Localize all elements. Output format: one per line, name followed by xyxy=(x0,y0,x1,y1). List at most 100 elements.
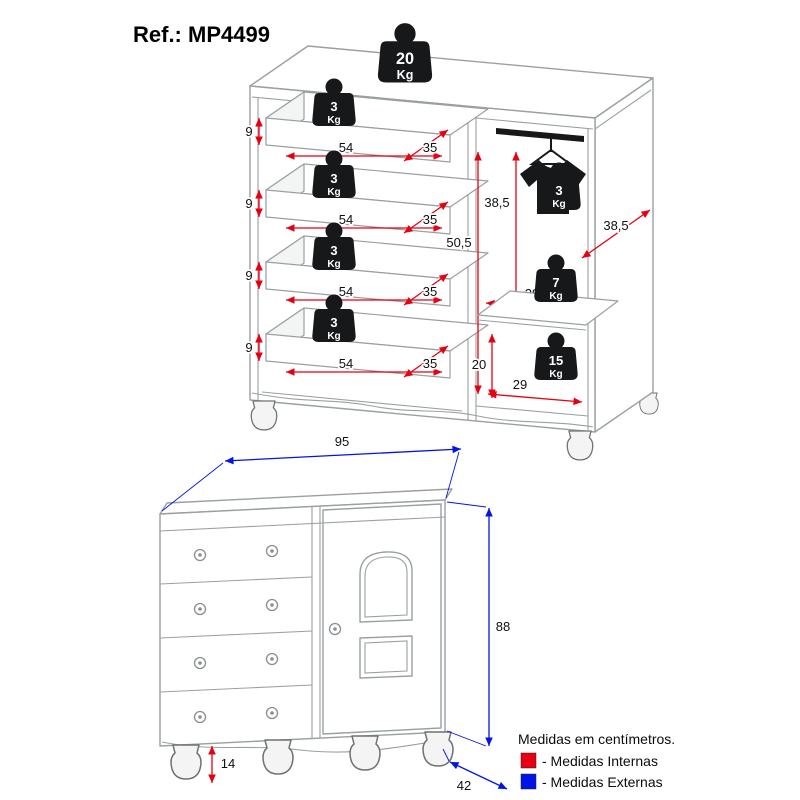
front-foot-1 xyxy=(170,744,202,780)
side-depth-dim: 38,5 xyxy=(581,209,651,259)
dim-label-drawer-depth-3: 35 xyxy=(423,284,437,299)
leg-height-dim: 14 xyxy=(208,746,237,783)
weight-icon-drawer-3: 3 Kg xyxy=(312,222,356,270)
external-height-dim: 88 xyxy=(446,501,512,747)
dim-label-hang-height: 38,5 xyxy=(484,195,509,210)
ext-line-width-left xyxy=(161,462,224,512)
ext-line-height-top xyxy=(446,501,487,508)
weight-icon-drawer-4: 3 Kg xyxy=(312,294,356,342)
drawer-knob-dot xyxy=(270,549,274,553)
internal-diagram: 20 Kg 9 54 35 3 Kg 9 xyxy=(244,23,659,461)
weight-icon-drawer-1: 3 Kg xyxy=(312,78,356,126)
cabinet-3d-top-board-side-edge xyxy=(594,89,652,130)
weight-unit: Kg xyxy=(327,331,340,342)
door-window-upper-inner xyxy=(364,556,408,618)
weight-value: 3 xyxy=(330,243,337,258)
weight-value: 7 xyxy=(552,275,559,290)
drawer-separator-1 xyxy=(159,576,313,585)
door-panel xyxy=(322,503,442,735)
dim-label-drawer-width-2: 54 xyxy=(339,212,353,227)
legend-external-label: - Medidas Externas xyxy=(542,774,663,790)
weight-value: 3 xyxy=(330,315,337,330)
weight-value: 3 xyxy=(555,183,562,198)
drawer-separator-3 xyxy=(159,684,313,693)
legend-internal-swatch xyxy=(520,752,537,769)
drawer-knob-dot xyxy=(198,607,202,611)
weight-unit: Kg xyxy=(327,259,340,270)
weight-unit: Kg xyxy=(397,68,414,82)
dim-line-ext-width xyxy=(224,445,462,465)
dim-label-ext-width: 95 xyxy=(335,434,349,449)
dim-label-side-depth: 38,5 xyxy=(603,218,628,233)
weight-value: 20 xyxy=(396,50,414,68)
drawer-tray-1: 9 54 35 3 Kg xyxy=(244,78,489,163)
external-diagram: 95 88 42 14 xyxy=(159,432,512,795)
dim-line-side-depth xyxy=(581,209,651,259)
dim-label-drawer-depth-1: 35 xyxy=(423,140,437,155)
drawer-tray-3: 9 54 35 3 Kg xyxy=(244,222,489,307)
weight-unit: Kg xyxy=(549,291,562,302)
door-shelf-thickness xyxy=(477,319,587,331)
legend-unit-note: Medidas em centímetros. xyxy=(518,731,675,747)
wardrobe-section: 3 Kg 38,5 50,5 29 20 29 7 Kg 15 xyxy=(445,128,619,406)
door-window-lower-inner xyxy=(364,640,408,674)
drawer-tray-2: 9 54 35 3 Kg xyxy=(244,150,489,235)
dim-label-drawer-height-1: 9 xyxy=(245,124,252,139)
front-face xyxy=(159,499,446,747)
dim-label-drawer-depth-4: 35 xyxy=(423,356,437,371)
dim-label-drawer-depth-2: 35 xyxy=(423,212,437,227)
external-width-dim: 95 xyxy=(161,432,462,512)
dim-label-door-height: 50,5 xyxy=(446,235,471,250)
cabinet-3d-foot-right xyxy=(566,430,594,461)
external-depth-dim: 42 xyxy=(442,748,508,795)
dim-line-drawer-depth-1 xyxy=(403,129,449,162)
drawer-tray-4: 9 54 35 3 Kg xyxy=(244,294,489,379)
weight-icon-shelf-bottom-15kg: 15 Kg xyxy=(534,332,578,380)
dim-label-ext-depth: 42 xyxy=(457,778,471,793)
dim-label-door-width-bottom: 29 xyxy=(513,377,527,392)
dim-label-drawer-height-3: 9 xyxy=(245,268,252,283)
legend-internal-label: - Medidas Internas xyxy=(542,753,658,769)
dim-label-drawer-height-2: 9 xyxy=(245,196,252,211)
dim-line-drawer-depth-4 xyxy=(403,345,449,378)
door-shelf xyxy=(477,290,619,326)
door-knob-dot xyxy=(333,627,337,631)
dim-label-drawer-height-4: 9 xyxy=(245,340,252,355)
ext-line-width-right xyxy=(445,451,460,499)
weight-icon-top-20kg: 20 Kg xyxy=(377,23,433,83)
hanging-rod xyxy=(496,128,584,142)
cabinet-3d-apron-curve xyxy=(251,392,594,428)
weight-unit: Kg xyxy=(327,187,340,198)
dim-line-door-width-bottom xyxy=(487,390,583,406)
weight-icon-shelf-top-7kg: 7 Kg xyxy=(534,254,578,302)
weight-value: 3 xyxy=(330,99,337,114)
front-foot-3 xyxy=(349,735,381,771)
ext-line-depth xyxy=(442,748,450,762)
ext-line-height-bottom xyxy=(446,730,487,747)
weight-value: 3 xyxy=(330,171,337,186)
weight-icon-drawer-2: 3 Kg xyxy=(312,150,356,198)
dim-label-drawer-width-4: 54 xyxy=(339,356,353,371)
dim-line-ext-depth xyxy=(449,761,508,790)
cabinet-front xyxy=(159,488,454,780)
legend: Medidas em centímetros. - Medidas Intern… xyxy=(518,731,675,790)
front-top-rail xyxy=(159,516,446,532)
legend-external-swatch xyxy=(520,773,537,790)
page-title: Ref.: MP4499 xyxy=(133,22,270,47)
front-apron-curve xyxy=(161,739,444,753)
dim-label-drawer-width-3: 54 xyxy=(339,284,353,299)
drawer-knob-dot xyxy=(198,553,202,557)
drawer-knob-dot xyxy=(270,657,274,661)
cabinet-3d-foot-left xyxy=(250,400,278,431)
dim-label-drawer-width-1: 54 xyxy=(339,140,353,155)
drawer-knob-dot xyxy=(270,711,274,715)
weight-value: 15 xyxy=(549,353,563,368)
cabinet-3d-right-face xyxy=(594,77,654,433)
weight-unit: Kg xyxy=(552,199,565,210)
door-window-lower-outer xyxy=(359,635,413,679)
cabinet-3d-drawer-base xyxy=(261,391,463,412)
dim-label-bottom-compartment-height: 20 xyxy=(472,357,486,372)
weight-unit: Kg xyxy=(549,369,562,380)
